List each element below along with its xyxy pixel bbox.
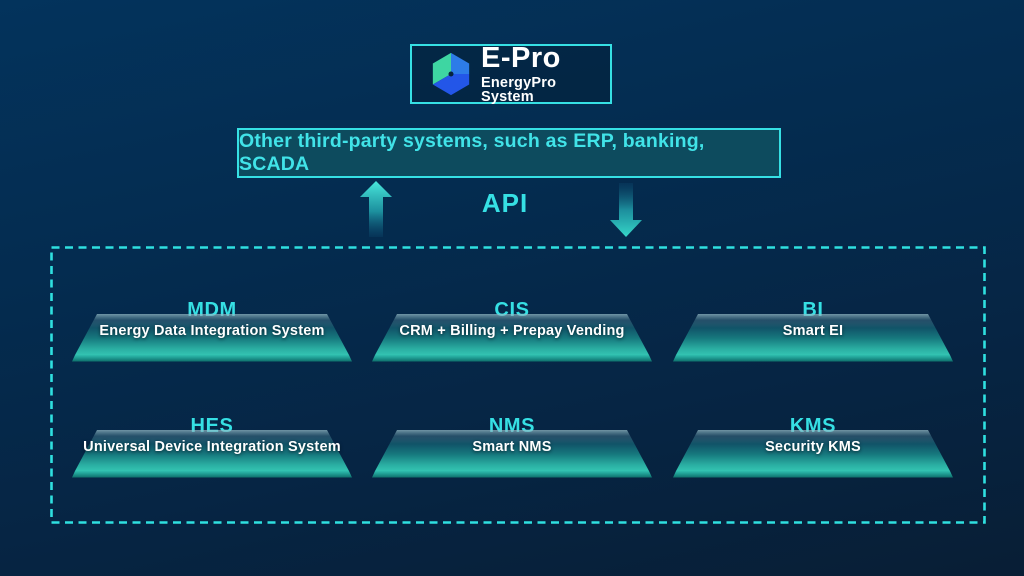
- hexagon-cube-icon: [432, 52, 470, 96]
- module-name: Security KMS: [765, 439, 861, 455]
- module-nms: NMS Smart NMS: [372, 415, 652, 483]
- arrow-down-icon: [610, 183, 642, 237]
- third-party-systems-banner: Other third-party systems, such as ERP, …: [237, 128, 781, 178]
- module-mdm: MDM Energy Data Integration System: [72, 299, 352, 367]
- module-name: Smart EI: [782, 323, 844, 339]
- module-bi: BI Smart EI: [673, 299, 953, 367]
- module-name: Energy Data Integration System: [99, 323, 325, 339]
- banner-text: Other third-party systems, such as ERP, …: [239, 130, 705, 175]
- module-name: CRM + Billing + Prepay Vending: [399, 323, 625, 339]
- logo-title: E-Pro: [481, 41, 561, 74]
- epro-logo-box: E-Pro EnergyPro System: [410, 41, 612, 105]
- module-name: Smart NMS: [472, 439, 552, 455]
- modules-container-border: [50, 246, 986, 524]
- api-label: API: [481, 188, 529, 218]
- module-name: Universal Device Integration System: [83, 439, 341, 455]
- module-kms: KMS Security KMS: [673, 415, 953, 483]
- logo-subtitle: EnergyPro System: [481, 74, 557, 105]
- arrow-up-icon: [360, 181, 392, 237]
- module-cis: CIS CRM + Billing + Prepay Vending: [372, 299, 652, 367]
- module-hes: HES Universal Device Integration System: [72, 415, 352, 483]
